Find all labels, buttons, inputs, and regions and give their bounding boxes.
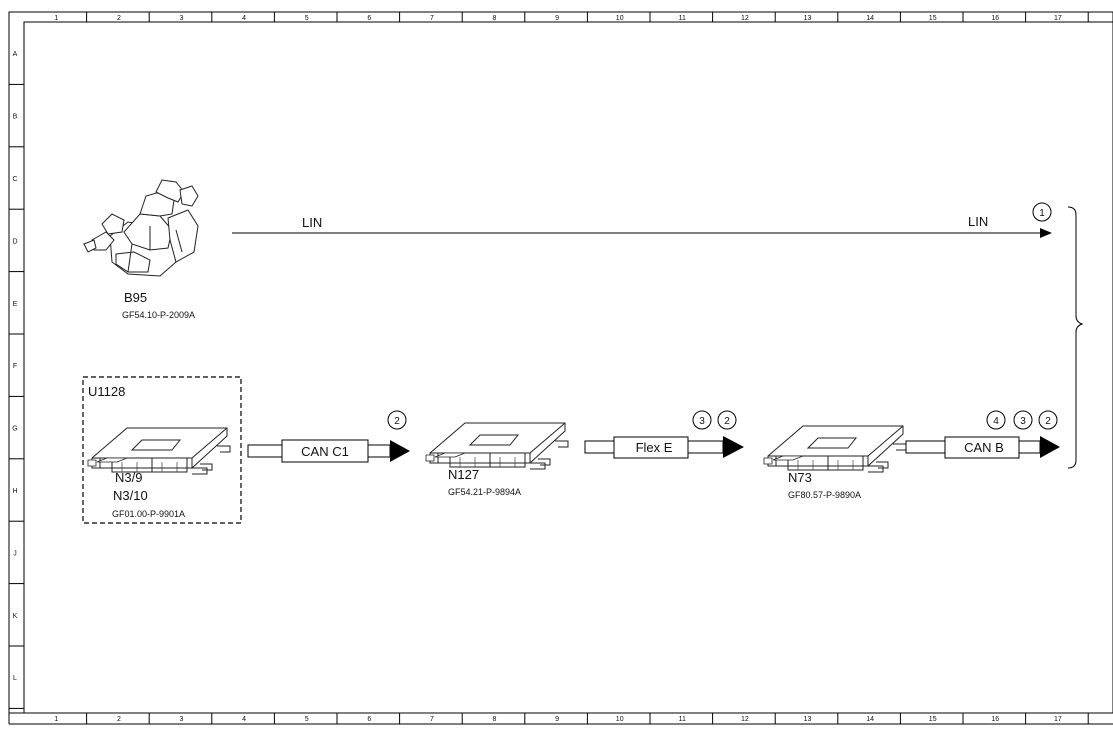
- col-top-label-17: 17: [1054, 15, 1062, 22]
- flex-e-bus: [584, 436, 744, 459]
- col-top-label-12: 12: [741, 15, 749, 22]
- col-bottom-label-17: 17: [1054, 716, 1062, 723]
- col-bottom-label-3: 3: [180, 716, 184, 723]
- u1128-group-label: U1128: [88, 384, 125, 399]
- lin-arrowhead: [1040, 228, 1052, 238]
- col-top-label-2: 2: [117, 15, 121, 22]
- col-bottom-label-14: 14: [866, 716, 874, 723]
- svg-text:4: 4: [993, 416, 999, 427]
- row-label-B: B: [13, 114, 18, 121]
- drawing-frame: [8, 11, 1113, 725]
- can-b-marker-circle-1: 4: [986, 410, 1006, 430]
- col-bottom-label-8: 8: [493, 716, 497, 723]
- col-top-label-7: 7: [430, 15, 434, 22]
- can-b-label: CAN B: [964, 440, 1004, 455]
- col-bottom-label-13: 13: [804, 716, 812, 723]
- n73-label: N73: [788, 470, 812, 485]
- right-brace: [1067, 206, 1084, 469]
- b95-code: GF54.10-P-2009A: [122, 310, 195, 320]
- lin-marker-circle: 1: [1032, 202, 1052, 222]
- col-top-label-10: 10: [616, 15, 624, 22]
- col-top-label-13: 13: [804, 15, 812, 22]
- row-label-L: L: [13, 675, 17, 682]
- row-label-D: D: [12, 238, 17, 245]
- col-top-label-1: 1: [54, 15, 58, 22]
- flex-e-marker-circle-2: 2: [717, 410, 737, 430]
- col-bottom-label-4: 4: [242, 716, 246, 723]
- n73-code: GF80.57-P-9890A: [788, 490, 861, 500]
- can-c1-bus: [247, 439, 410, 463]
- n127-label: N127: [448, 467, 479, 482]
- can-b-marker-circle-3: 2: [1038, 410, 1058, 430]
- col-top-label-6: 6: [367, 15, 371, 22]
- col-bottom-label-10: 10: [616, 716, 624, 723]
- col-bottom-label-12: 12: [741, 716, 749, 723]
- col-top-label-16: 16: [991, 15, 999, 22]
- row-label-F: F: [13, 363, 17, 370]
- col-top-label-14: 14: [866, 15, 874, 22]
- lin-bus: [232, 228, 1052, 238]
- col-top-label-5: 5: [305, 15, 309, 22]
- n73-ecu-illustration: [763, 425, 907, 473]
- b95-sensor-illustration: [83, 179, 199, 277]
- col-bottom-label-16: 16: [991, 716, 999, 723]
- row-label-E: E: [13, 301, 18, 308]
- col-bottom-label-1: 1: [54, 716, 58, 723]
- col-bottom-label-5: 5: [305, 716, 309, 723]
- col-top-label-9: 9: [555, 15, 559, 22]
- row-label-J: J: [13, 550, 17, 557]
- col-bottom-label-11: 11: [679, 716, 686, 723]
- col-bottom-label-15: 15: [929, 716, 937, 723]
- can-b-marker-circle-2: 3: [1013, 410, 1033, 430]
- n3-9-label: N3/9: [115, 470, 142, 485]
- col-bottom-label-6: 6: [367, 716, 371, 723]
- can-c1-label: CAN C1: [301, 444, 349, 459]
- b95-label: B95: [124, 290, 147, 305]
- row-label-C: C: [12, 176, 17, 183]
- col-top-label-11: 11: [679, 15, 686, 22]
- col-top-label-4: 4: [242, 15, 246, 22]
- row-label-K: K: [13, 613, 18, 620]
- row-label-A: A: [13, 51, 18, 58]
- col-top-label-3: 3: [180, 15, 184, 22]
- col-bottom-label-7: 7: [430, 716, 434, 723]
- svg-text:3: 3: [1020, 416, 1026, 427]
- can-b-bus: [905, 436, 1060, 459]
- lin-marker-text: 1: [1039, 208, 1045, 219]
- row-ruler-left: A B C D E F G H J K L: [9, 51, 24, 709]
- col-top-label-15: 15: [929, 15, 937, 22]
- n3-10-label: N3/10: [113, 488, 148, 503]
- flex-e-label: Flex E: [636, 440, 673, 455]
- svg-text:3: 3: [699, 416, 705, 427]
- svg-text:2: 2: [394, 416, 400, 427]
- svg-text:2: 2: [1045, 416, 1051, 427]
- lin-label-left: LIN: [302, 215, 322, 230]
- col-top-label-8: 8: [493, 15, 497, 22]
- n127-ecu-illustration: [425, 422, 569, 470]
- col-bottom-label-2: 2: [117, 716, 121, 723]
- flex-e-marker-circle-1: 3: [692, 410, 712, 430]
- can-c1-marker-circle: 2: [387, 410, 407, 430]
- row-label-G: G: [12, 426, 17, 433]
- n3-9-ecu-illustration: [87, 427, 231, 475]
- col-bottom-label-9: 9: [555, 716, 559, 723]
- row-label-H: H: [12, 488, 17, 495]
- n127-code: GF54.21-P-9894A: [448, 487, 521, 497]
- lin-label-right: LIN: [968, 214, 988, 229]
- u1128-code: GF01.00-P-9901A: [112, 509, 185, 519]
- svg-text:2: 2: [724, 416, 730, 427]
